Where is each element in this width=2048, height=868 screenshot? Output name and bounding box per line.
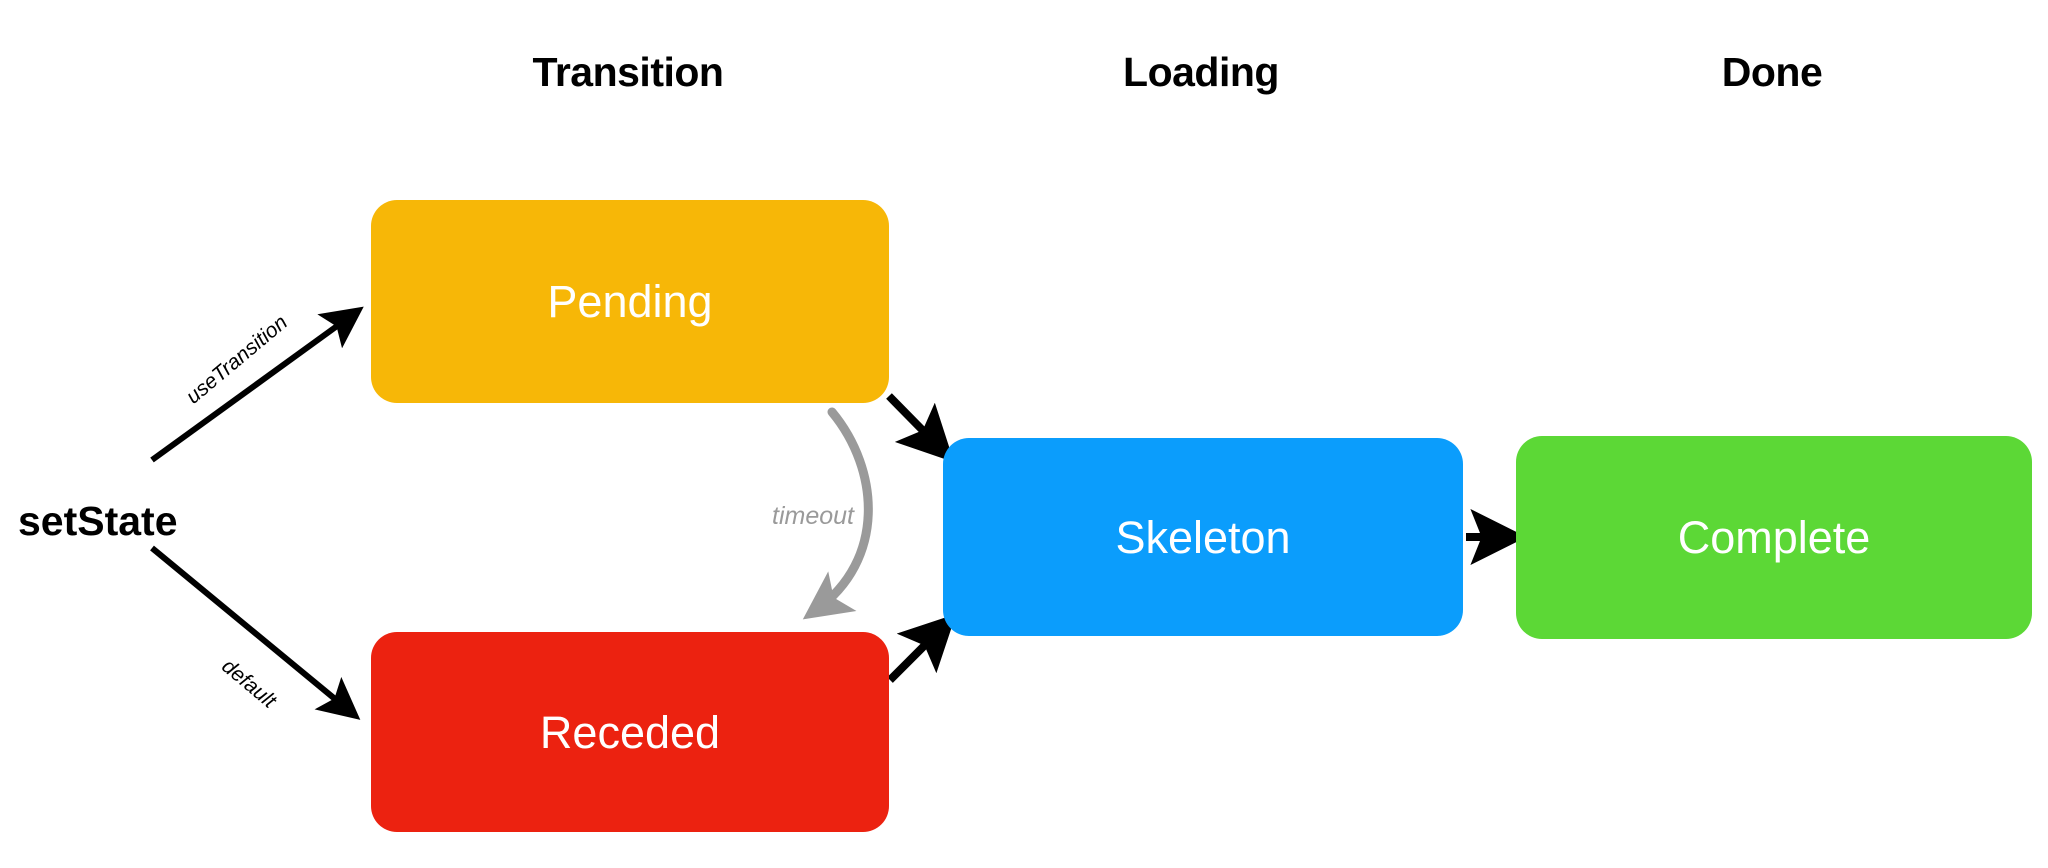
- state-node-skeleton[interactable]: Skeleton: [943, 438, 1463, 636]
- edge-label-timeout: timeout: [772, 502, 854, 530]
- state-node-pending-label: Pending: [547, 276, 713, 327]
- state-node-receded-label: Receded: [539, 706, 721, 758]
- state-node-receded[interactable]: Receded: [371, 632, 889, 832]
- state-node-pending[interactable]: Pending: [371, 200, 889, 403]
- edge-pending-to-skeleton: [886, 393, 955, 463]
- column-header-transition: Transition: [532, 49, 724, 95]
- edge-label-default: default: [217, 654, 281, 713]
- column-header-done: Done: [1721, 49, 1823, 95]
- state-node-complete-label: Complete: [1677, 512, 1871, 563]
- column-header-loading: Loading: [1123, 49, 1279, 95]
- state-node-skeleton-label: Skeleton: [1115, 511, 1291, 563]
- state-node-complete[interactable]: Complete: [1516, 436, 2032, 639]
- source-node-setstate: setState: [18, 498, 178, 544]
- edge-receded-to-skeleton: [887, 613, 957, 683]
- edge-label-usetransition: useTransition: [181, 310, 293, 409]
